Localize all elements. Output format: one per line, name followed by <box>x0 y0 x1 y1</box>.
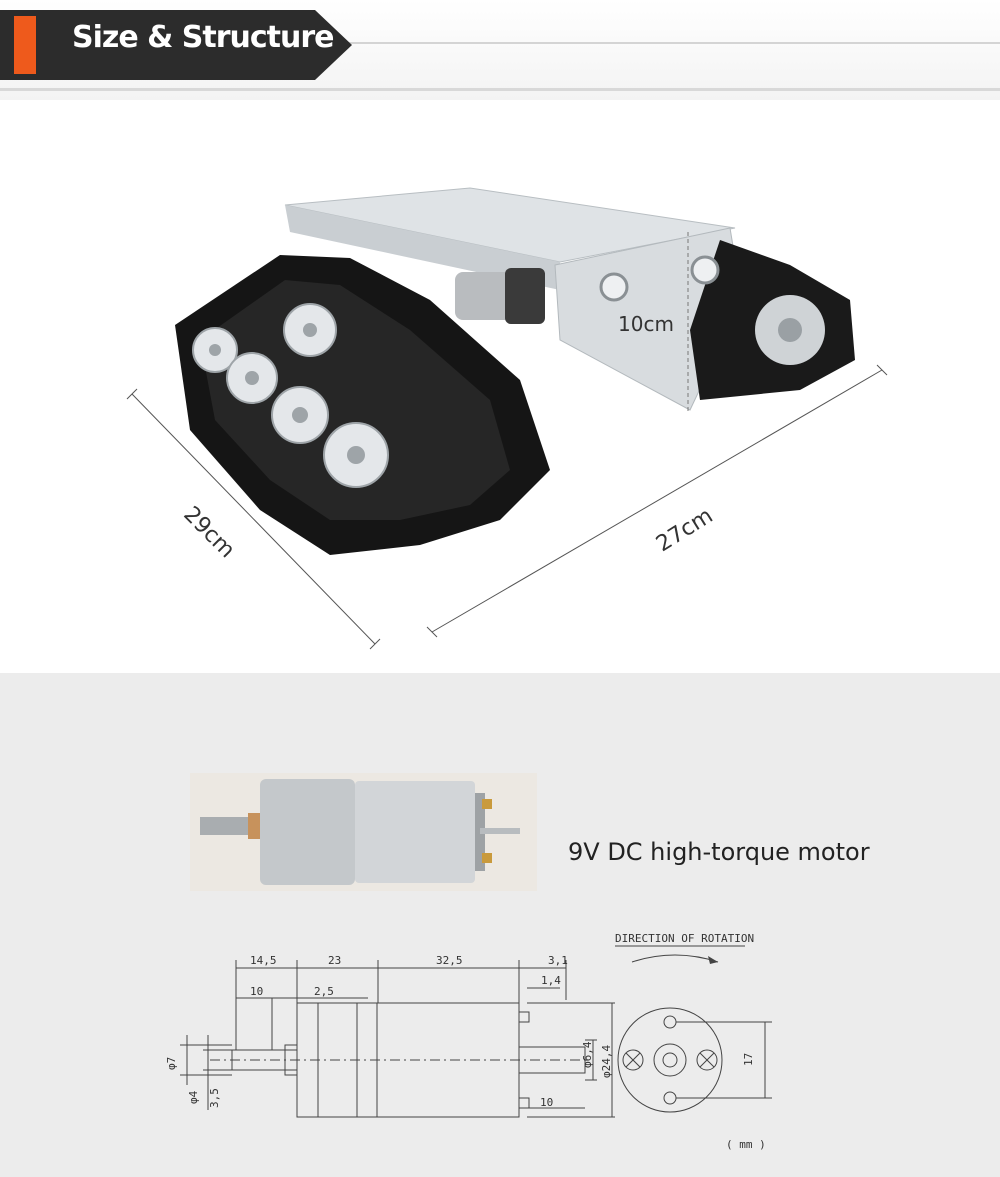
motor-photo <box>190 773 537 891</box>
dim-phi24-4: φ24,4 <box>600 1045 613 1078</box>
dim-10-top: 10 <box>250 985 263 998</box>
dim-17: 17 <box>742 1053 755 1066</box>
motor-section <box>0 673 1000 1177</box>
section-title: Size & Structure <box>72 20 334 55</box>
height-label: 10cm <box>618 312 674 336</box>
dim-3-1: 3,1 <box>548 954 568 967</box>
header-bottom-divider <box>0 88 1000 91</box>
width-dimension-line <box>131 393 376 645</box>
dim-phi4: φ4 <box>187 1090 200 1104</box>
header-banner <box>0 10 352 80</box>
dim-phi6-4: φ6,4 <box>581 1041 594 1068</box>
dim-23: 23 <box>328 954 341 967</box>
length-dimension-line <box>431 369 883 633</box>
motor-technical-drawing: 14,5 23 32,5 3,1 1,4 10 2,5 φ7 φ4 3,5 φ6… <box>165 932 772 1151</box>
dim-10-bottom: 10 <box>540 1096 553 1109</box>
header-divider <box>300 42 1000 44</box>
dim-14-5: 14,5 <box>250 954 277 967</box>
tank-chassis-image <box>126 187 888 650</box>
dim-phi7: φ7 <box>165 1057 178 1070</box>
dim-32-5: 32,5 <box>436 954 463 967</box>
orange-accent-bar <box>14 16 36 74</box>
unit-label: ( mm ) <box>726 1138 766 1151</box>
motor-caption: 9V DC high-torque motor <box>568 838 870 866</box>
dim-3-5: 3,5 <box>208 1088 221 1108</box>
rotation-direction-title: DIRECTION OF ROTATION <box>615 932 754 945</box>
dim-2-5: 2,5 <box>314 985 334 998</box>
dim-1-4: 1,4 <box>541 974 561 987</box>
